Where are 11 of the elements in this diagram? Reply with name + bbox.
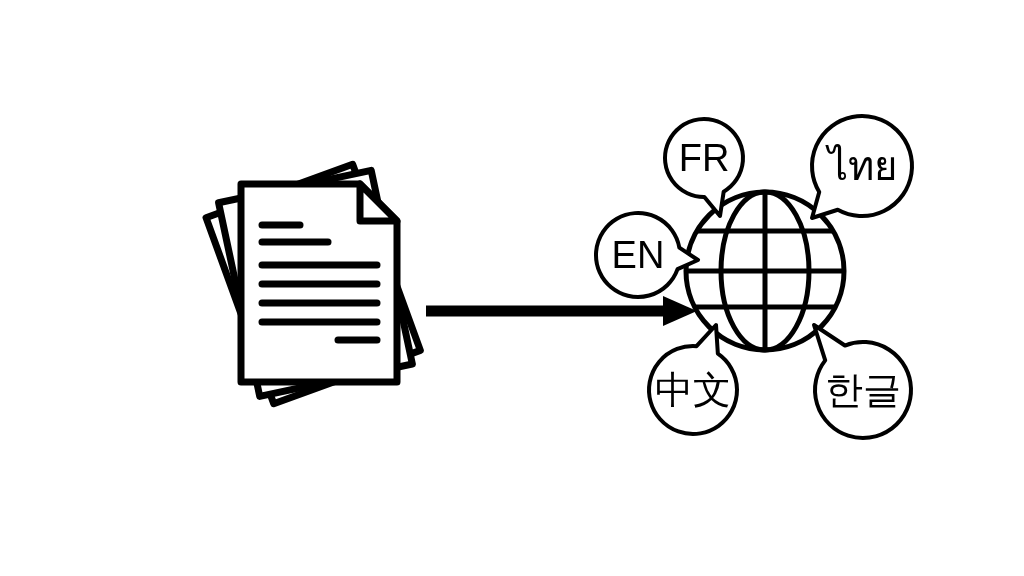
speech-bubble: [661, 115, 747, 220]
language-label: 한글: [825, 371, 901, 409]
speech-bubble: [592, 209, 702, 301]
language-label: 中文: [655, 371, 731, 409]
arrow: [426, 296, 697, 326]
speech-bubble: [808, 112, 916, 222]
speech-bubble: [810, 321, 915, 442]
language-label: ไทย: [827, 146, 897, 186]
language-label: FR: [678, 139, 730, 177]
speech-bubble: [645, 321, 741, 438]
language-label: EN: [611, 236, 665, 274]
